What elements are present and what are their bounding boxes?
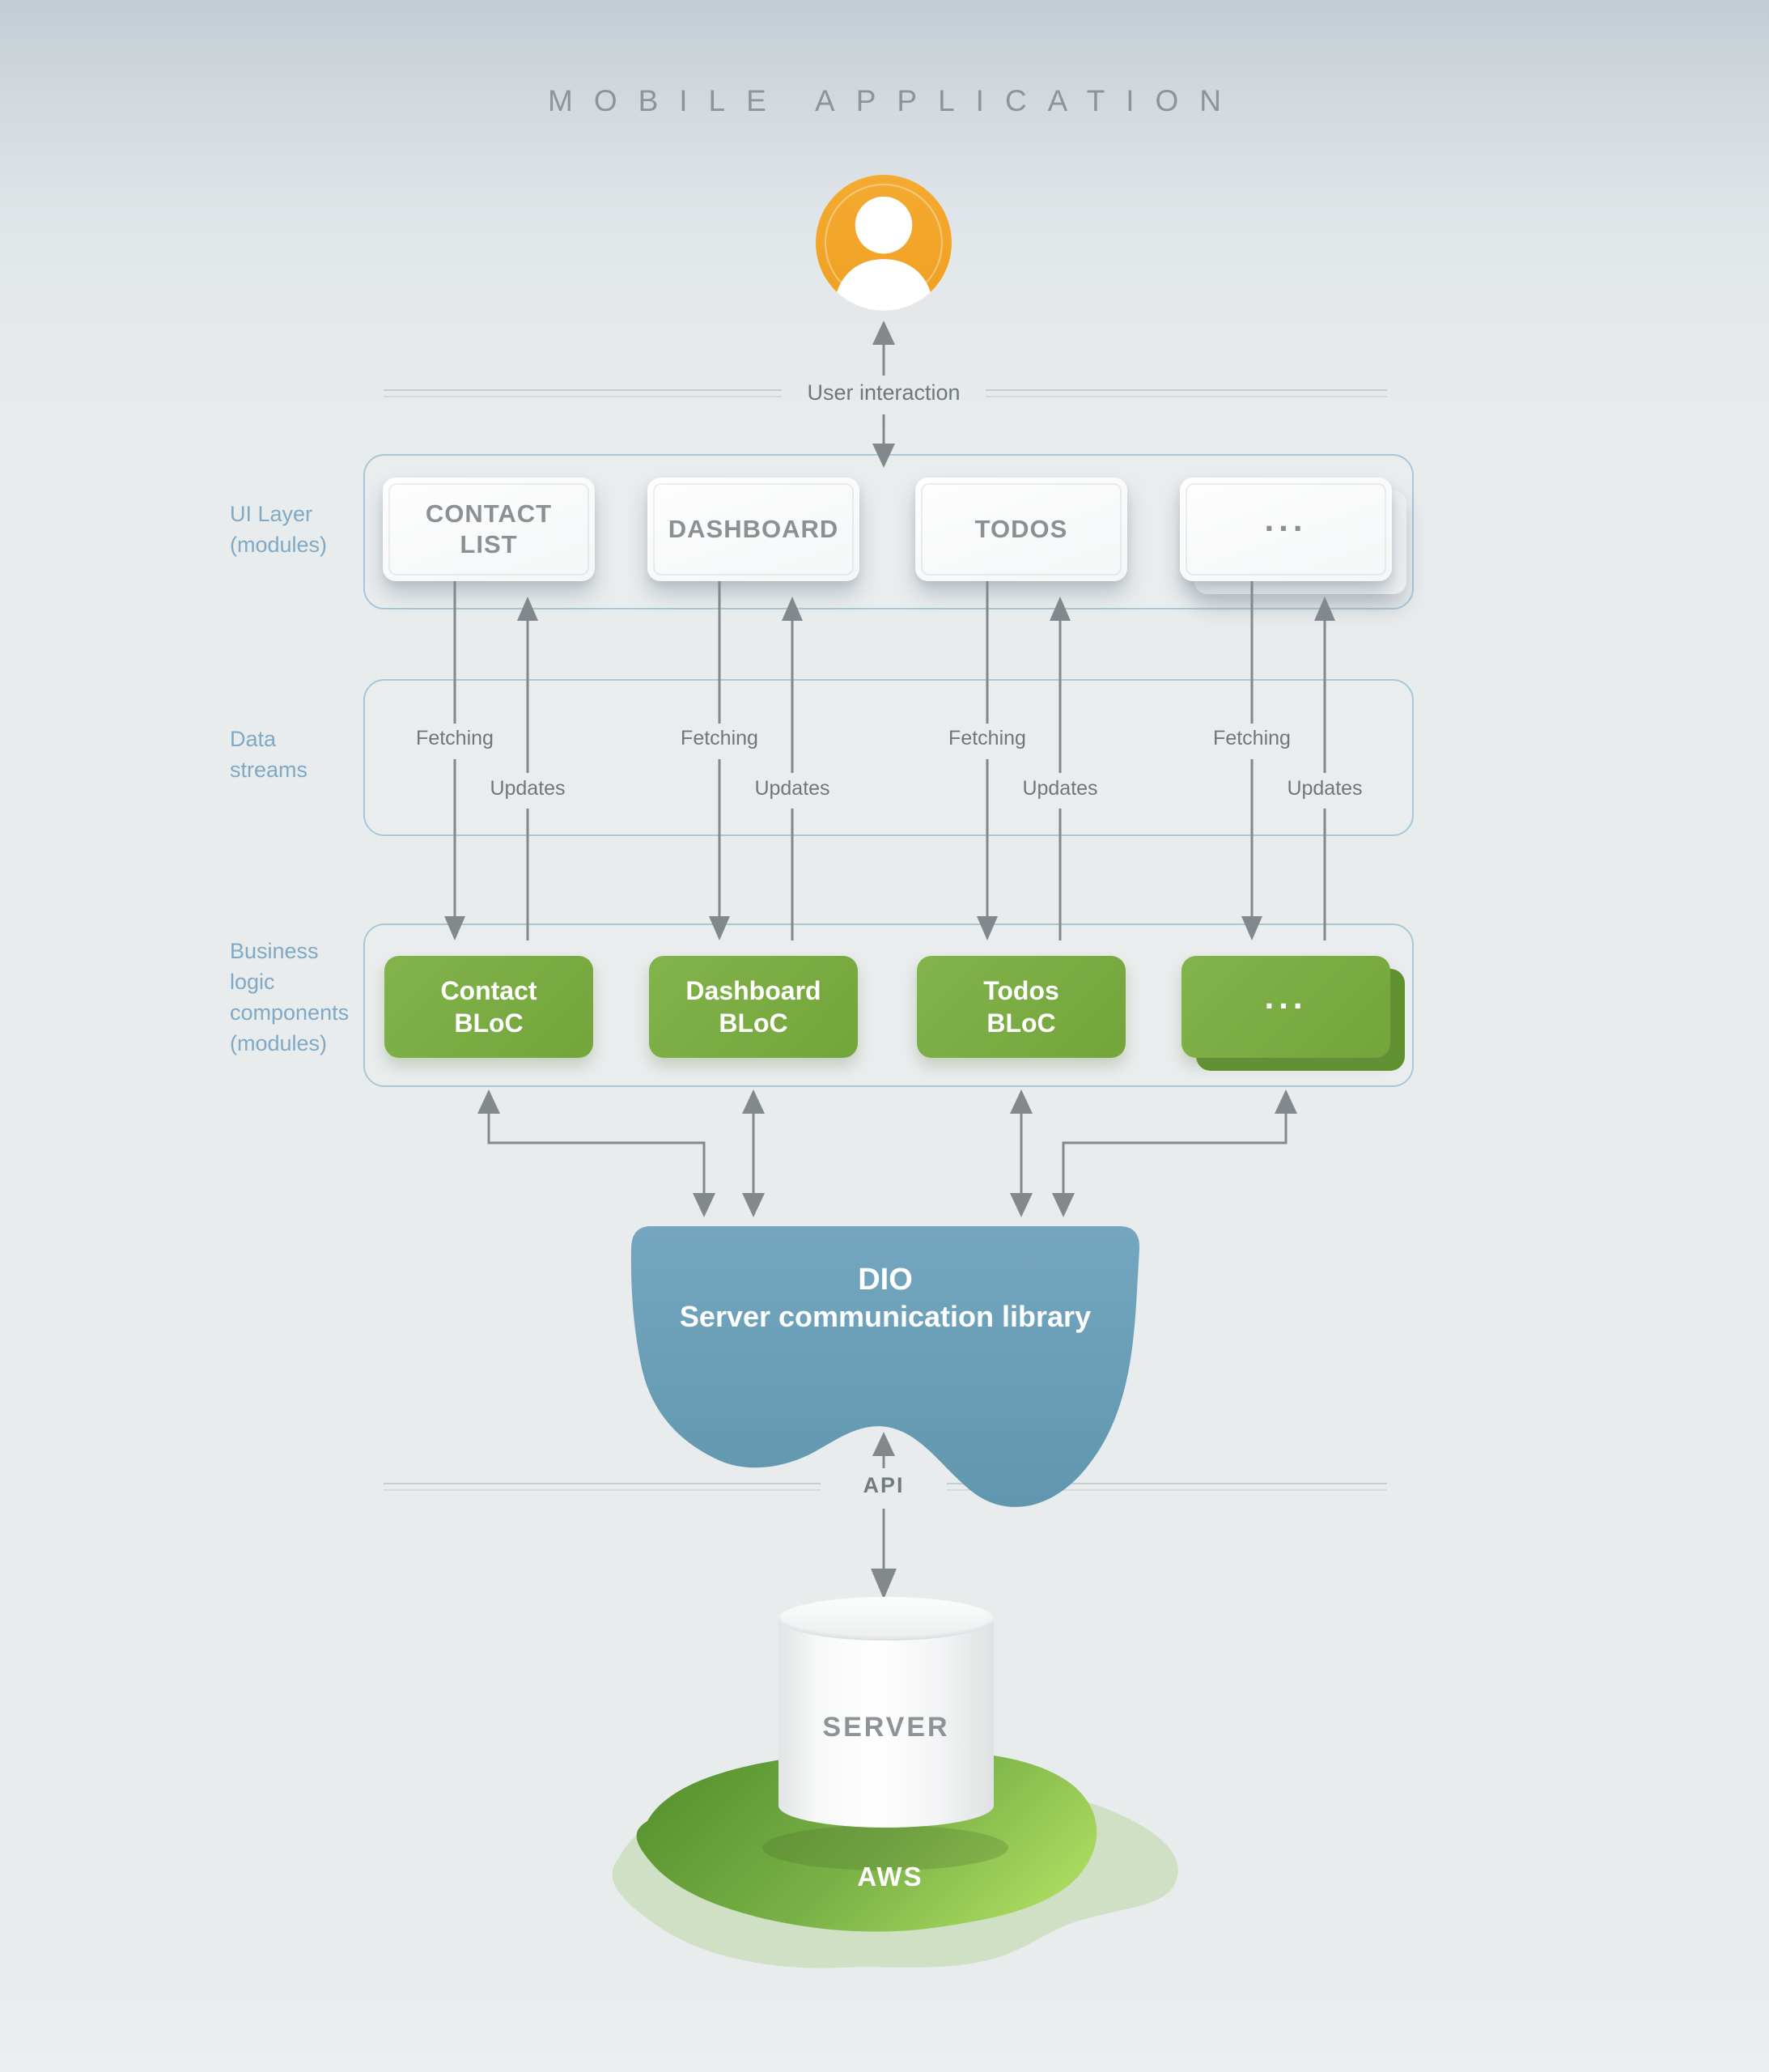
data-streams-label: Data streams — [230, 727, 308, 782]
updates-label: Updates — [490, 777, 566, 800]
bloc-card-todos: Todos BLoC — [917, 956, 1126, 1058]
ui-module-label: TODOS — [974, 515, 1068, 543]
server-label: SERVER — [822, 1712, 950, 1743]
bloc-card-more: ... — [1181, 956, 1390, 1058]
updates-label: Updates — [1287, 777, 1363, 800]
bloc-card-dashboard: Dashboard BLoC — [649, 956, 858, 1058]
server-cylinder-top — [778, 1597, 994, 1641]
divider-user-interaction-left — [384, 389, 782, 397]
page-title: MOBILE APPLICATION — [548, 84, 1242, 117]
ui-module-card-contact-list: CONTACT LIST — [383, 478, 595, 581]
user-avatar-icon — [816, 175, 952, 311]
fetching-label: Fetching — [1213, 727, 1291, 749]
ui-module-label: CONTACT LIST — [425, 499, 553, 558]
bloc-label: Dashboard BLoC — [685, 976, 821, 1038]
updates-label: Updates — [1022, 777, 1098, 800]
ui-layer-label: UI Layer (modules) — [230, 502, 328, 557]
fetching-label: Fetching — [681, 727, 758, 749]
dio-title: DIO — [858, 1263, 913, 1297]
ellipsis-label: ... — [1264, 500, 1308, 538]
bloc-label: Todos BLoC — [983, 976, 1059, 1038]
ui-module-card-dashboard: DASHBOARD — [647, 478, 859, 581]
fetching-label: Fetching — [416, 727, 494, 749]
server-cylinder: SERVER — [778, 1597, 994, 1849]
bloc-card-contact: Contact BLoC — [384, 956, 593, 1058]
user-interaction-label: User interaction — [807, 380, 961, 405]
ui-module-card-todos: TODOS — [915, 478, 1127, 581]
bloc-label: Contact BLoC — [440, 976, 537, 1038]
api-label: API — [863, 1473, 905, 1497]
aws-label: AWS — [857, 1862, 923, 1892]
bloc-layer-label: Business logic components (modules) — [230, 939, 350, 1055]
ui-module-card-more: ... — [1180, 478, 1392, 581]
divider-user-interaction-right — [986, 389, 1387, 397]
dio-library-title: DIO Server communication library — [669, 1261, 1101, 1335]
divider-api-left — [384, 1483, 821, 1491]
data-streams-container — [363, 679, 1414, 836]
ui-module-label: DASHBOARD — [668, 515, 839, 543]
person-silhouette-icon — [834, 196, 934, 311]
dio-subtitle: Server communication library — [679, 1300, 1092, 1333]
fetching-label: Fetching — [948, 727, 1026, 749]
ellipsis-label: ... — [1264, 978, 1308, 1016]
updates-label: Updates — [754, 777, 830, 800]
divider-api-right — [947, 1483, 1387, 1491]
